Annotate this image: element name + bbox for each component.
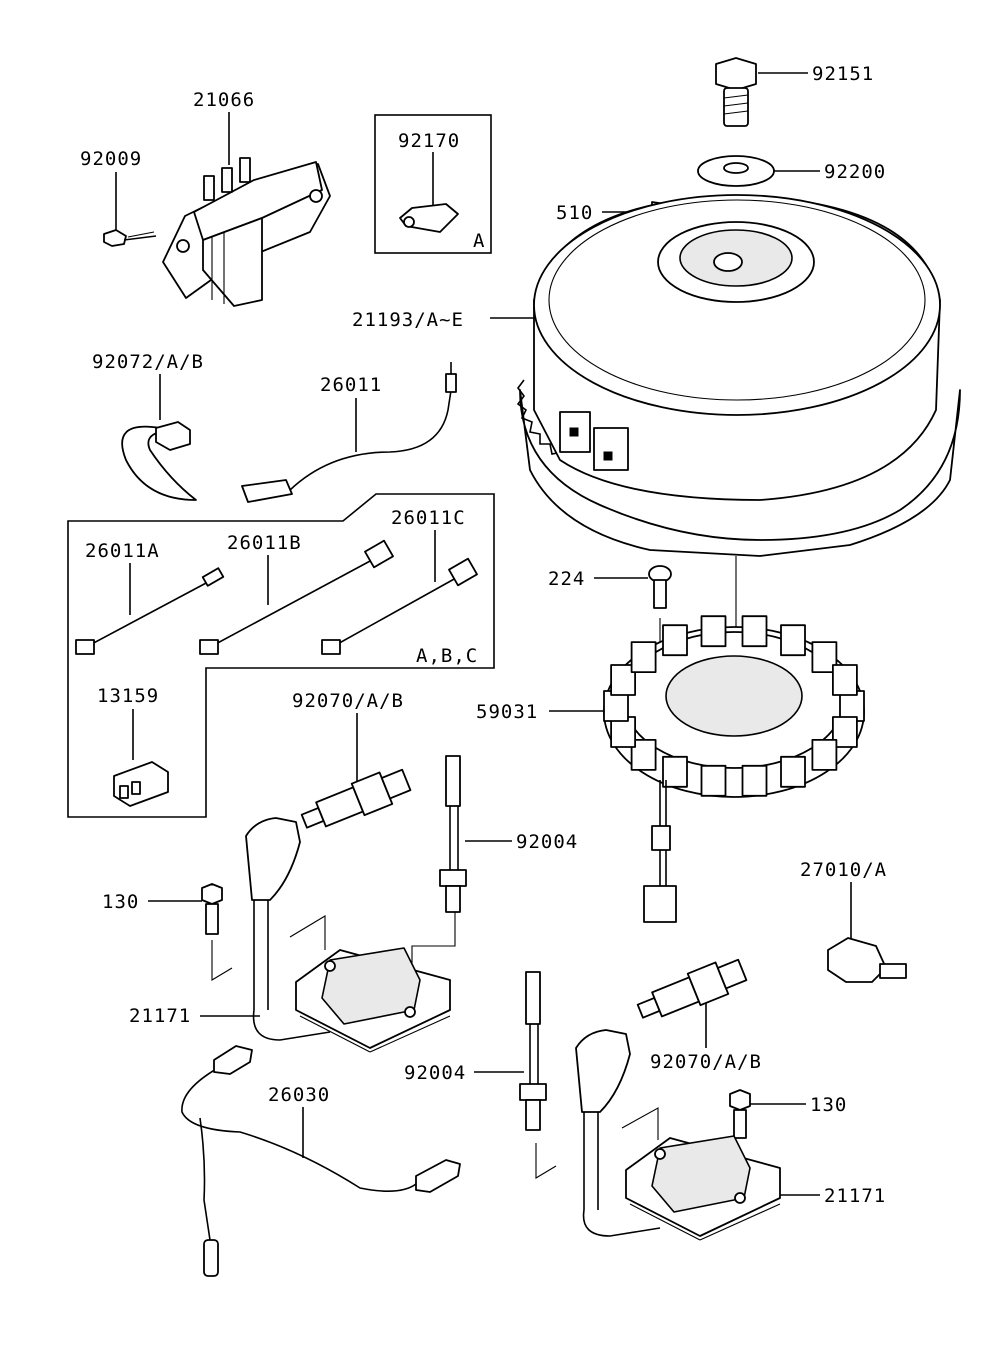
stud-92004-bottom <box>519 971 547 1131</box>
stator-pole <box>832 664 858 696</box>
bolt-130-left <box>201 883 223 935</box>
label-92200: 92200 <box>824 161 886 183</box>
label-92004-bottom: 92004 <box>404 1062 466 1084</box>
stator-pole <box>741 764 768 797</box>
lead-26011b <box>199 539 394 655</box>
callout-box-92170 <box>374 114 492 254</box>
stud-92004-top <box>439 755 467 913</box>
label-130-left: 130 <box>102 891 139 913</box>
label-13159: 13159 <box>97 685 159 707</box>
flywheel-21193 <box>516 194 961 557</box>
label-26011c: 26011C <box>391 507 466 529</box>
label-box-abc: A,B,C <box>416 645 478 667</box>
spark-plug-92070-top <box>300 768 412 829</box>
label-21171-left: 21171 <box>129 1005 191 1027</box>
stator-59031 <box>603 615 865 923</box>
washer-92200 <box>697 155 775 187</box>
stator-pole <box>700 764 727 797</box>
label-92151: 92151 <box>812 63 874 85</box>
stator-pole <box>832 716 858 748</box>
lead-26011c <box>321 557 478 655</box>
label-21171-right: 21171 <box>824 1185 886 1207</box>
stator-pole <box>839 690 865 722</box>
label-510: 510 <box>556 202 593 224</box>
bolt-130-right <box>729 1089 751 1139</box>
stator-pole <box>741 615 768 648</box>
switch-27010 <box>827 937 907 983</box>
harness-26030 <box>181 1045 461 1277</box>
label-26011: 26011 <box>320 374 382 396</box>
stator-pole <box>630 641 657 673</box>
bolt-92151 <box>715 57 757 127</box>
label-92072: 92072/A/B <box>92 351 204 373</box>
screw-224 <box>648 565 672 609</box>
label-box-a: A <box>473 230 485 252</box>
label-21193: 21193/A~E <box>352 309 464 331</box>
callout-box-26011-variants <box>67 493 495 818</box>
screw-92009 <box>103 229 157 247</box>
label-92070-bottom: 92070/A/B <box>650 1051 762 1073</box>
regulator-21066 <box>162 157 331 307</box>
label-92004-top: 92004 <box>516 831 578 853</box>
stator-pole <box>780 624 806 657</box>
label-92170: 92170 <box>398 130 460 152</box>
stator-pole <box>662 624 688 657</box>
stator-pole <box>700 615 727 648</box>
spark-plug-92070-bottom <box>636 958 748 1019</box>
label-59031: 59031 <box>476 701 538 723</box>
cable-tie-92072 <box>121 421 197 501</box>
clamp-92170 <box>399 203 459 233</box>
label-130-right: 130 <box>810 1094 847 1116</box>
ignition-coil-21171-right <box>575 1029 781 1241</box>
stator-pole <box>811 739 838 771</box>
stator-pole <box>610 716 636 748</box>
label-224: 224 <box>548 568 585 590</box>
ignition-coil-21171-left <box>245 817 451 1053</box>
stator-pole <box>780 755 806 788</box>
label-92009: 92009 <box>80 148 142 170</box>
stator-pole <box>662 755 688 788</box>
lead-26011a <box>75 567 225 655</box>
stator-pole <box>630 739 657 771</box>
label-21066: 21066 <box>193 89 255 111</box>
label-26030: 26030 <box>268 1084 330 1106</box>
label-26011a: 26011A <box>85 540 160 562</box>
label-92070-top: 92070/A/B <box>292 690 404 712</box>
label-26011b: 26011B <box>227 532 302 554</box>
lead-26011 <box>241 362 457 503</box>
connector-13159 <box>113 761 169 807</box>
label-27010: 27010/A <box>800 859 887 881</box>
